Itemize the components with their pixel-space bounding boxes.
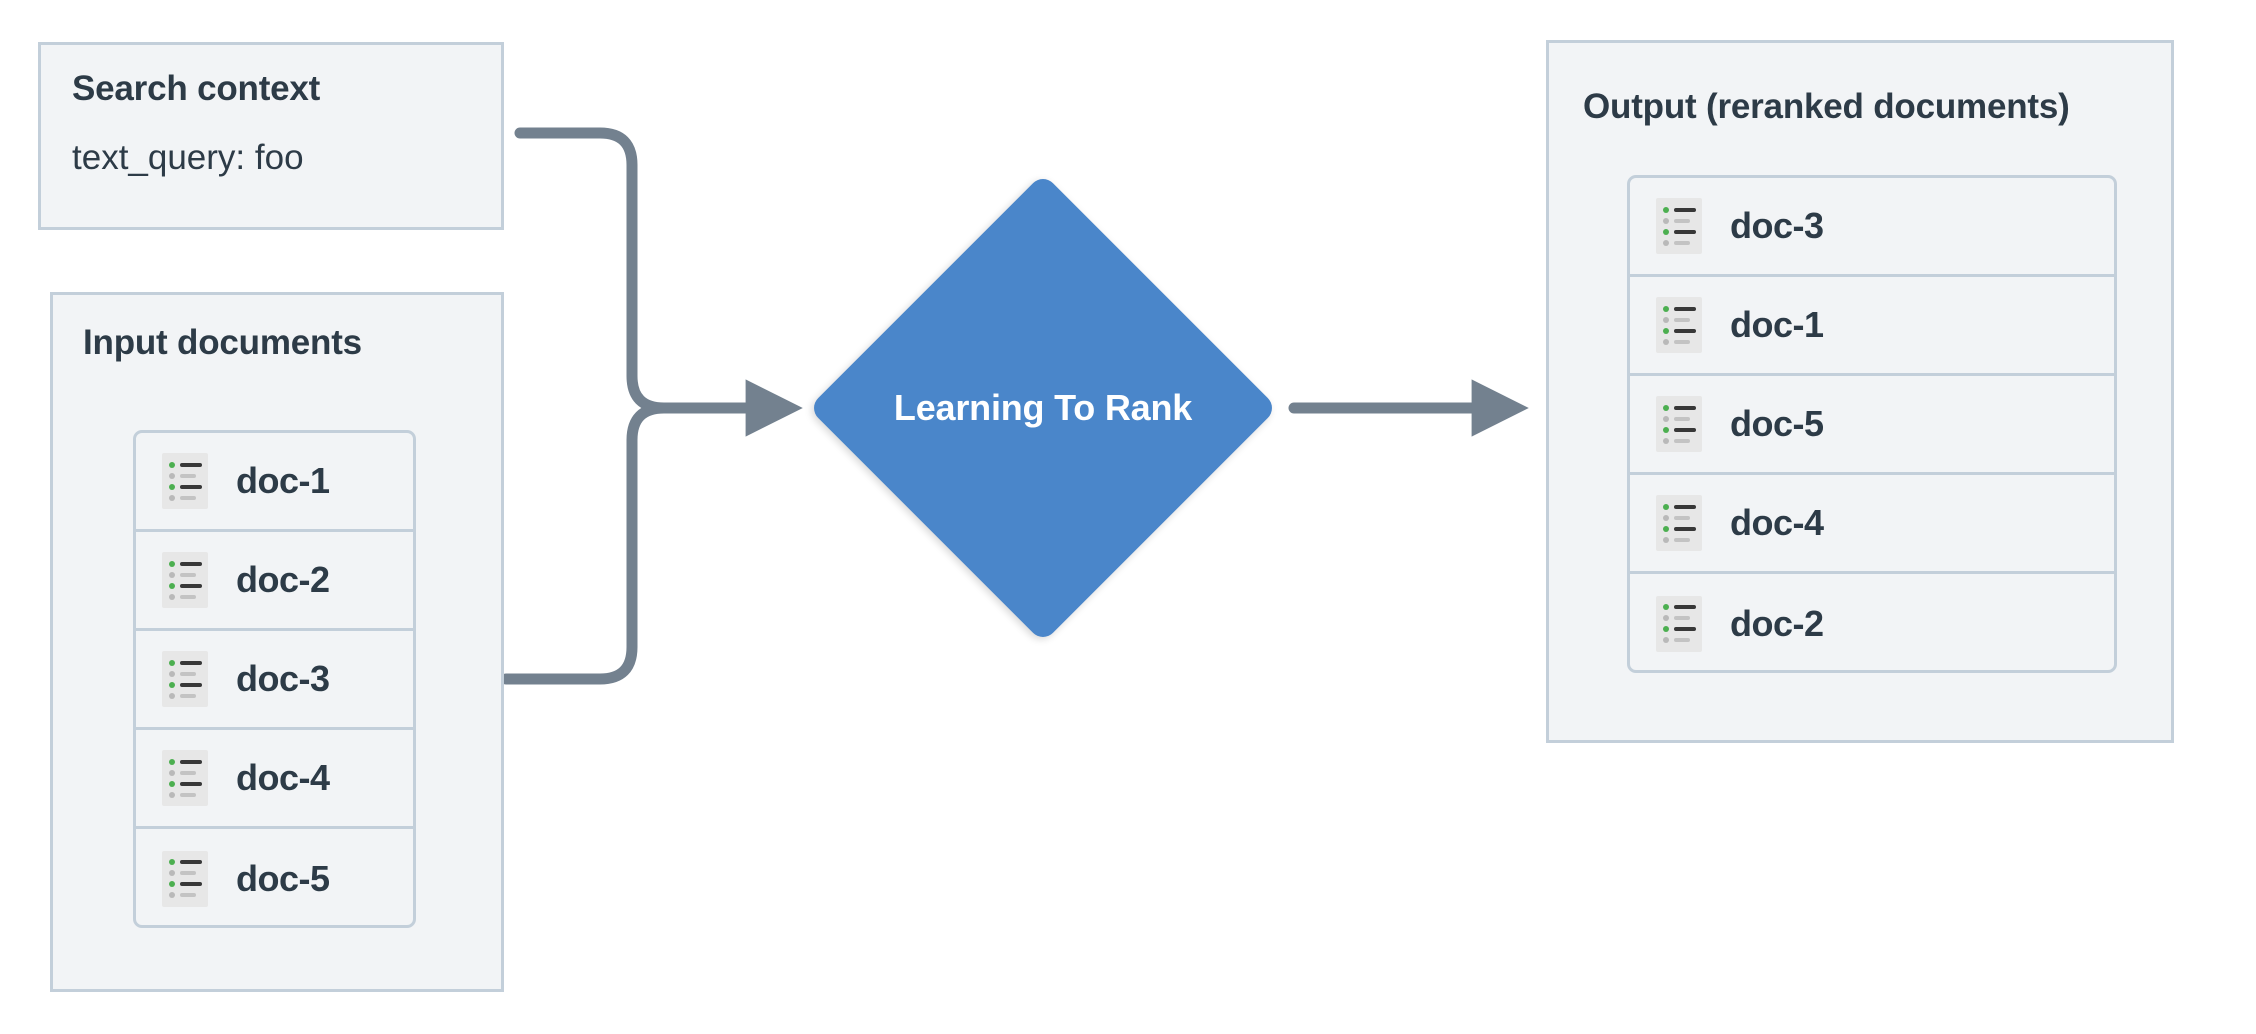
list-item[interactable]: doc-1 [1630,277,2114,376]
document-list-icon [1656,495,1702,551]
document-list-icon [162,850,208,907]
list-item-label: doc-3 [1730,205,1824,246]
list-item[interactable]: doc-4 [136,730,413,829]
connector-input-documents-to-ltr [500,402,670,685]
output-panel: Output (reranked documents) doc-3 [1546,40,2174,743]
document-list-icon [1656,198,1702,254]
connector-search-context-to-ltr [514,127,670,414]
document-list-icon [162,651,208,707]
list-item[interactable]: doc-5 [1630,376,2114,475]
list-item[interactable]: doc-2 [136,532,413,631]
learning-to-rank-node[interactable]: Learning To Rank [808,173,1278,643]
input-document-list: doc-1 doc-2 doc-3 [133,430,416,928]
document-list-icon [162,552,208,608]
list-item-label: doc-1 [1730,304,1824,345]
document-list-icon [1656,396,1702,452]
list-item-label: doc-3 [236,658,330,699]
output-title: Output (reranked documents) [1583,87,2070,126]
document-list-icon [162,453,208,509]
search-context-panel: Search context text_query: foo [38,42,504,230]
list-item-label: doc-4 [236,757,330,798]
document-list-icon [1656,595,1702,652]
list-item-label: doc-5 [1730,403,1824,444]
list-item[interactable]: doc-3 [1630,178,2114,277]
search-context-title: Search context [72,69,321,108]
list-item[interactable]: doc-3 [136,631,413,730]
list-item-label: doc-4 [1730,502,1824,543]
list-item[interactable]: doc-5 [136,829,413,925]
output-document-list: doc-3 doc-1 doc-5 [1627,175,2117,673]
list-item-label: doc-1 [236,460,330,501]
document-list-icon [162,750,208,806]
list-item[interactable]: doc-2 [1630,574,2114,670]
input-documents-panel: Input documents doc-1 doc-2 [50,292,504,992]
list-item[interactable]: doc-1 [136,433,413,532]
search-context-query: text_query: foo [72,138,304,177]
list-item-label: doc-5 [236,857,330,899]
list-item-label: doc-2 [236,559,330,600]
document-list-icon [1656,297,1702,353]
input-documents-title: Input documents [83,323,362,362]
learning-to-rank-label: Learning To Rank [893,387,1193,429]
list-item[interactable]: doc-4 [1630,475,2114,574]
list-item-label: doc-2 [1730,602,1824,644]
